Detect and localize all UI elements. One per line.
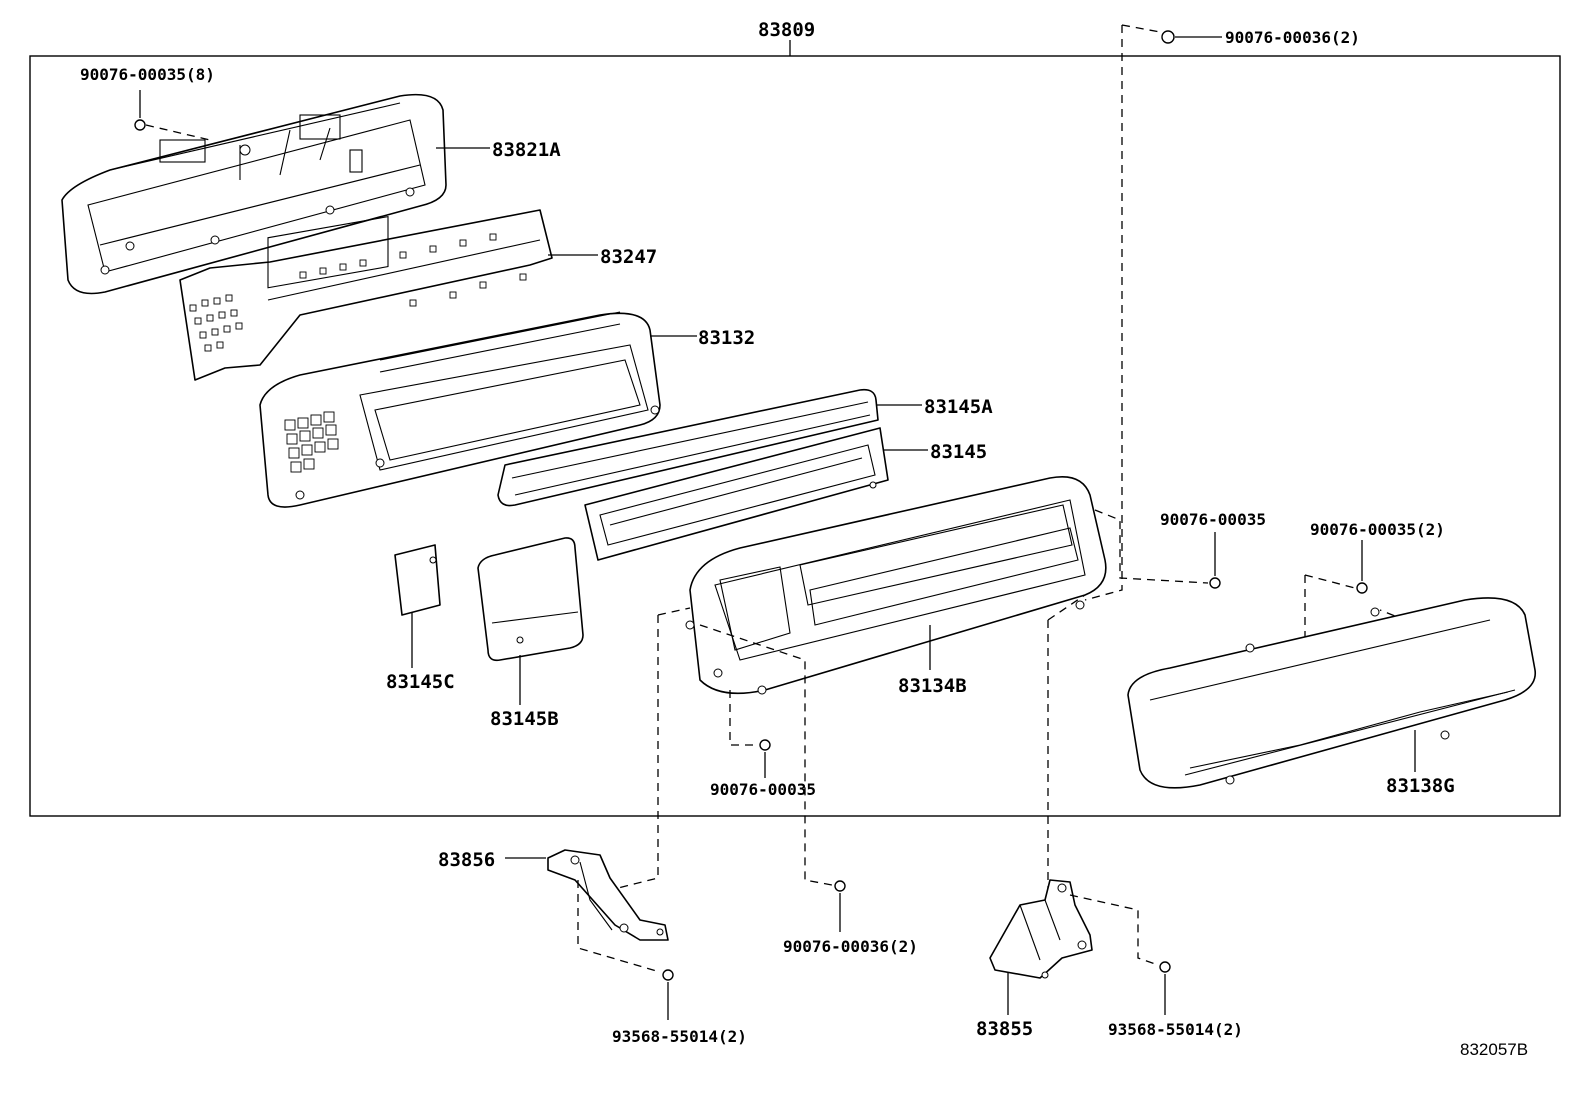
- rear-case: [61, 93, 447, 295]
- label-screw-top-right: 90076-00036(2): [1225, 28, 1360, 47]
- bezel: [685, 476, 1107, 695]
- label-screw-bracket-right: 93568-55014(2): [1108, 1020, 1243, 1039]
- label-glass-cover: 83138G: [1386, 775, 1455, 797]
- label-bracket-right: 83855: [976, 1018, 1033, 1040]
- label-screw-right: 90076-00035(2): [1310, 520, 1445, 539]
- label-screw-mid: 90076-00035: [1160, 510, 1266, 529]
- plate: [477, 537, 584, 662]
- label-plate: 83145B: [490, 708, 559, 730]
- label-assembly: 83809: [758, 19, 815, 41]
- label-bezel: 83134B: [898, 675, 967, 697]
- screw-bottom: [759, 739, 771, 751]
- housing: [259, 311, 661, 508]
- circuit-board: [179, 209, 553, 381]
- bracket-left: [547, 849, 669, 941]
- label-small-plate: 83145C: [386, 671, 455, 693]
- screw-right: [1356, 582, 1368, 594]
- label-lens-upper: 83145A: [924, 396, 993, 418]
- assembly-boundary: [29, 55, 1561, 817]
- label-screw-top-left: 90076-00035(8): [80, 65, 215, 84]
- bracket-right: [989, 879, 1093, 979]
- label-screw-bracket-center: 90076-00036(2): [783, 937, 918, 956]
- screw-bracket-center: [834, 880, 846, 892]
- label-bracket-left: 83856: [438, 849, 495, 871]
- diagram-ref: 832057B: [1460, 1040, 1528, 1059]
- glass-cover: [1127, 597, 1536, 789]
- label-case-back: 83821A: [492, 139, 561, 161]
- screw-mid: [1209, 577, 1221, 589]
- label-board: 83247: [600, 246, 657, 268]
- screw-top-right: [1161, 30, 1175, 44]
- label-lens-frame: 83145: [930, 441, 987, 463]
- label-screw-bracket-left: 93568-55014(2): [612, 1027, 747, 1046]
- screw-bracket-right: [1159, 961, 1171, 973]
- label-screw-bottom: 90076-00035: [710, 780, 816, 799]
- lens-frame: [584, 427, 889, 561]
- screw-bracket-left: [662, 969, 674, 981]
- label-housing: 83132: [698, 327, 755, 349]
- small-plate: [394, 544, 441, 616]
- lens-upper: [497, 388, 879, 507]
- screw-top-left: [134, 119, 146, 131]
